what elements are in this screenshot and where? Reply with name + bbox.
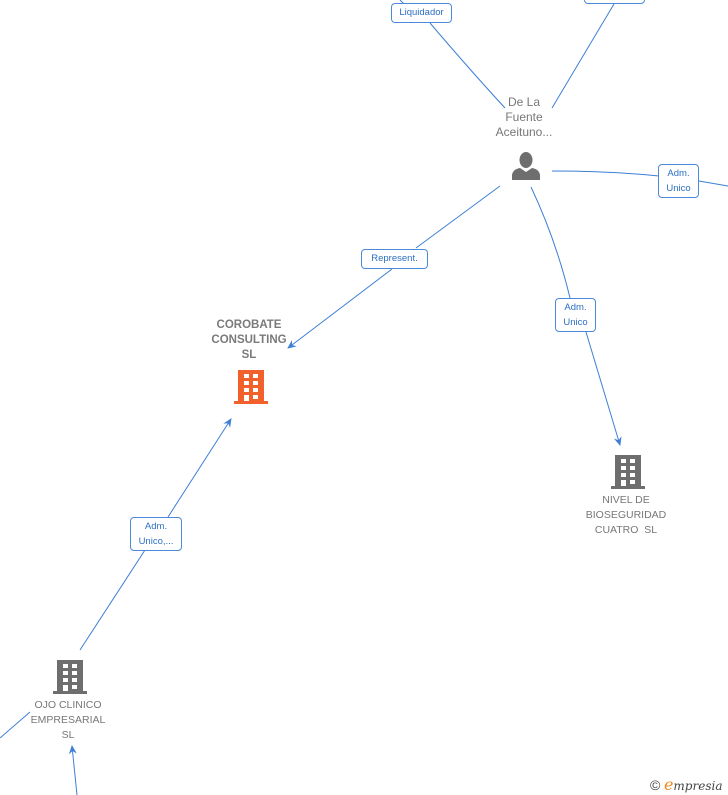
edge-adm-unico-right: [551, 170, 728, 187]
building-icon[interactable]: [53, 659, 87, 695]
building-icon[interactable]: [611, 454, 645, 490]
edge-label-line: Adm.: [667, 168, 690, 179]
edge-label-line: Adm.: [144, 521, 168, 532]
node-label-ojo[interactable]: OJO CLINICO EMPRESARIAL SL: [30, 699, 106, 741]
empresia-watermark: © empresia: [650, 775, 722, 794]
edge-label-text: Represent.: [371, 253, 418, 264]
copyright-icon: ©: [650, 777, 661, 793]
edge-label-top-right[interactable]: [584, 0, 645, 4]
edge-label-represent[interactable]: Represent.: [361, 249, 428, 269]
edge-adm-unico-nivel: [530, 186, 620, 445]
edge-ojo-bottom: [68, 745, 78, 795]
brand-initial: e: [663, 775, 674, 794]
edge-top-right: [551, 3, 615, 109]
edge-ojo-left: [0, 711, 31, 739]
edge-label-adm-unico-right[interactable]: Adm. Unico: [658, 164, 699, 198]
edge-label-text: Liquidador: [399, 7, 444, 18]
edge-label-adm-unico-nivel[interactable]: Adm. Unico: [555, 298, 596, 332]
edge-label-adm-unico-ojo[interactable]: Adm. Unico,...: [130, 517, 182, 551]
building-icon[interactable]: [234, 369, 268, 405]
node-label-person[interactable]: De La Fuente Aceituno...: [495, 95, 553, 139]
edge-label-liquidador[interactable]: Liquidador: [391, 3, 452, 23]
brand-name: mpresia: [673, 779, 723, 793]
edge-represent: [288, 185, 501, 348]
node-label-corobate[interactable]: COROBATE CONSULTING SL: [211, 319, 287, 361]
edge-label-line: Adm.: [564, 302, 587, 313]
edge-label-line: Unico: [563, 317, 588, 328]
edge-adm-unico-ojo: [79, 419, 231, 651]
person-icon[interactable]: [511, 151, 541, 181]
edge-label-line: Unico: [666, 183, 691, 194]
edge-label-line: Unico,...: [138, 536, 174, 547]
node-label-nivel[interactable]: NIVEL DE BIOSEGURIDAD CUATRO SL: [585, 494, 667, 536]
